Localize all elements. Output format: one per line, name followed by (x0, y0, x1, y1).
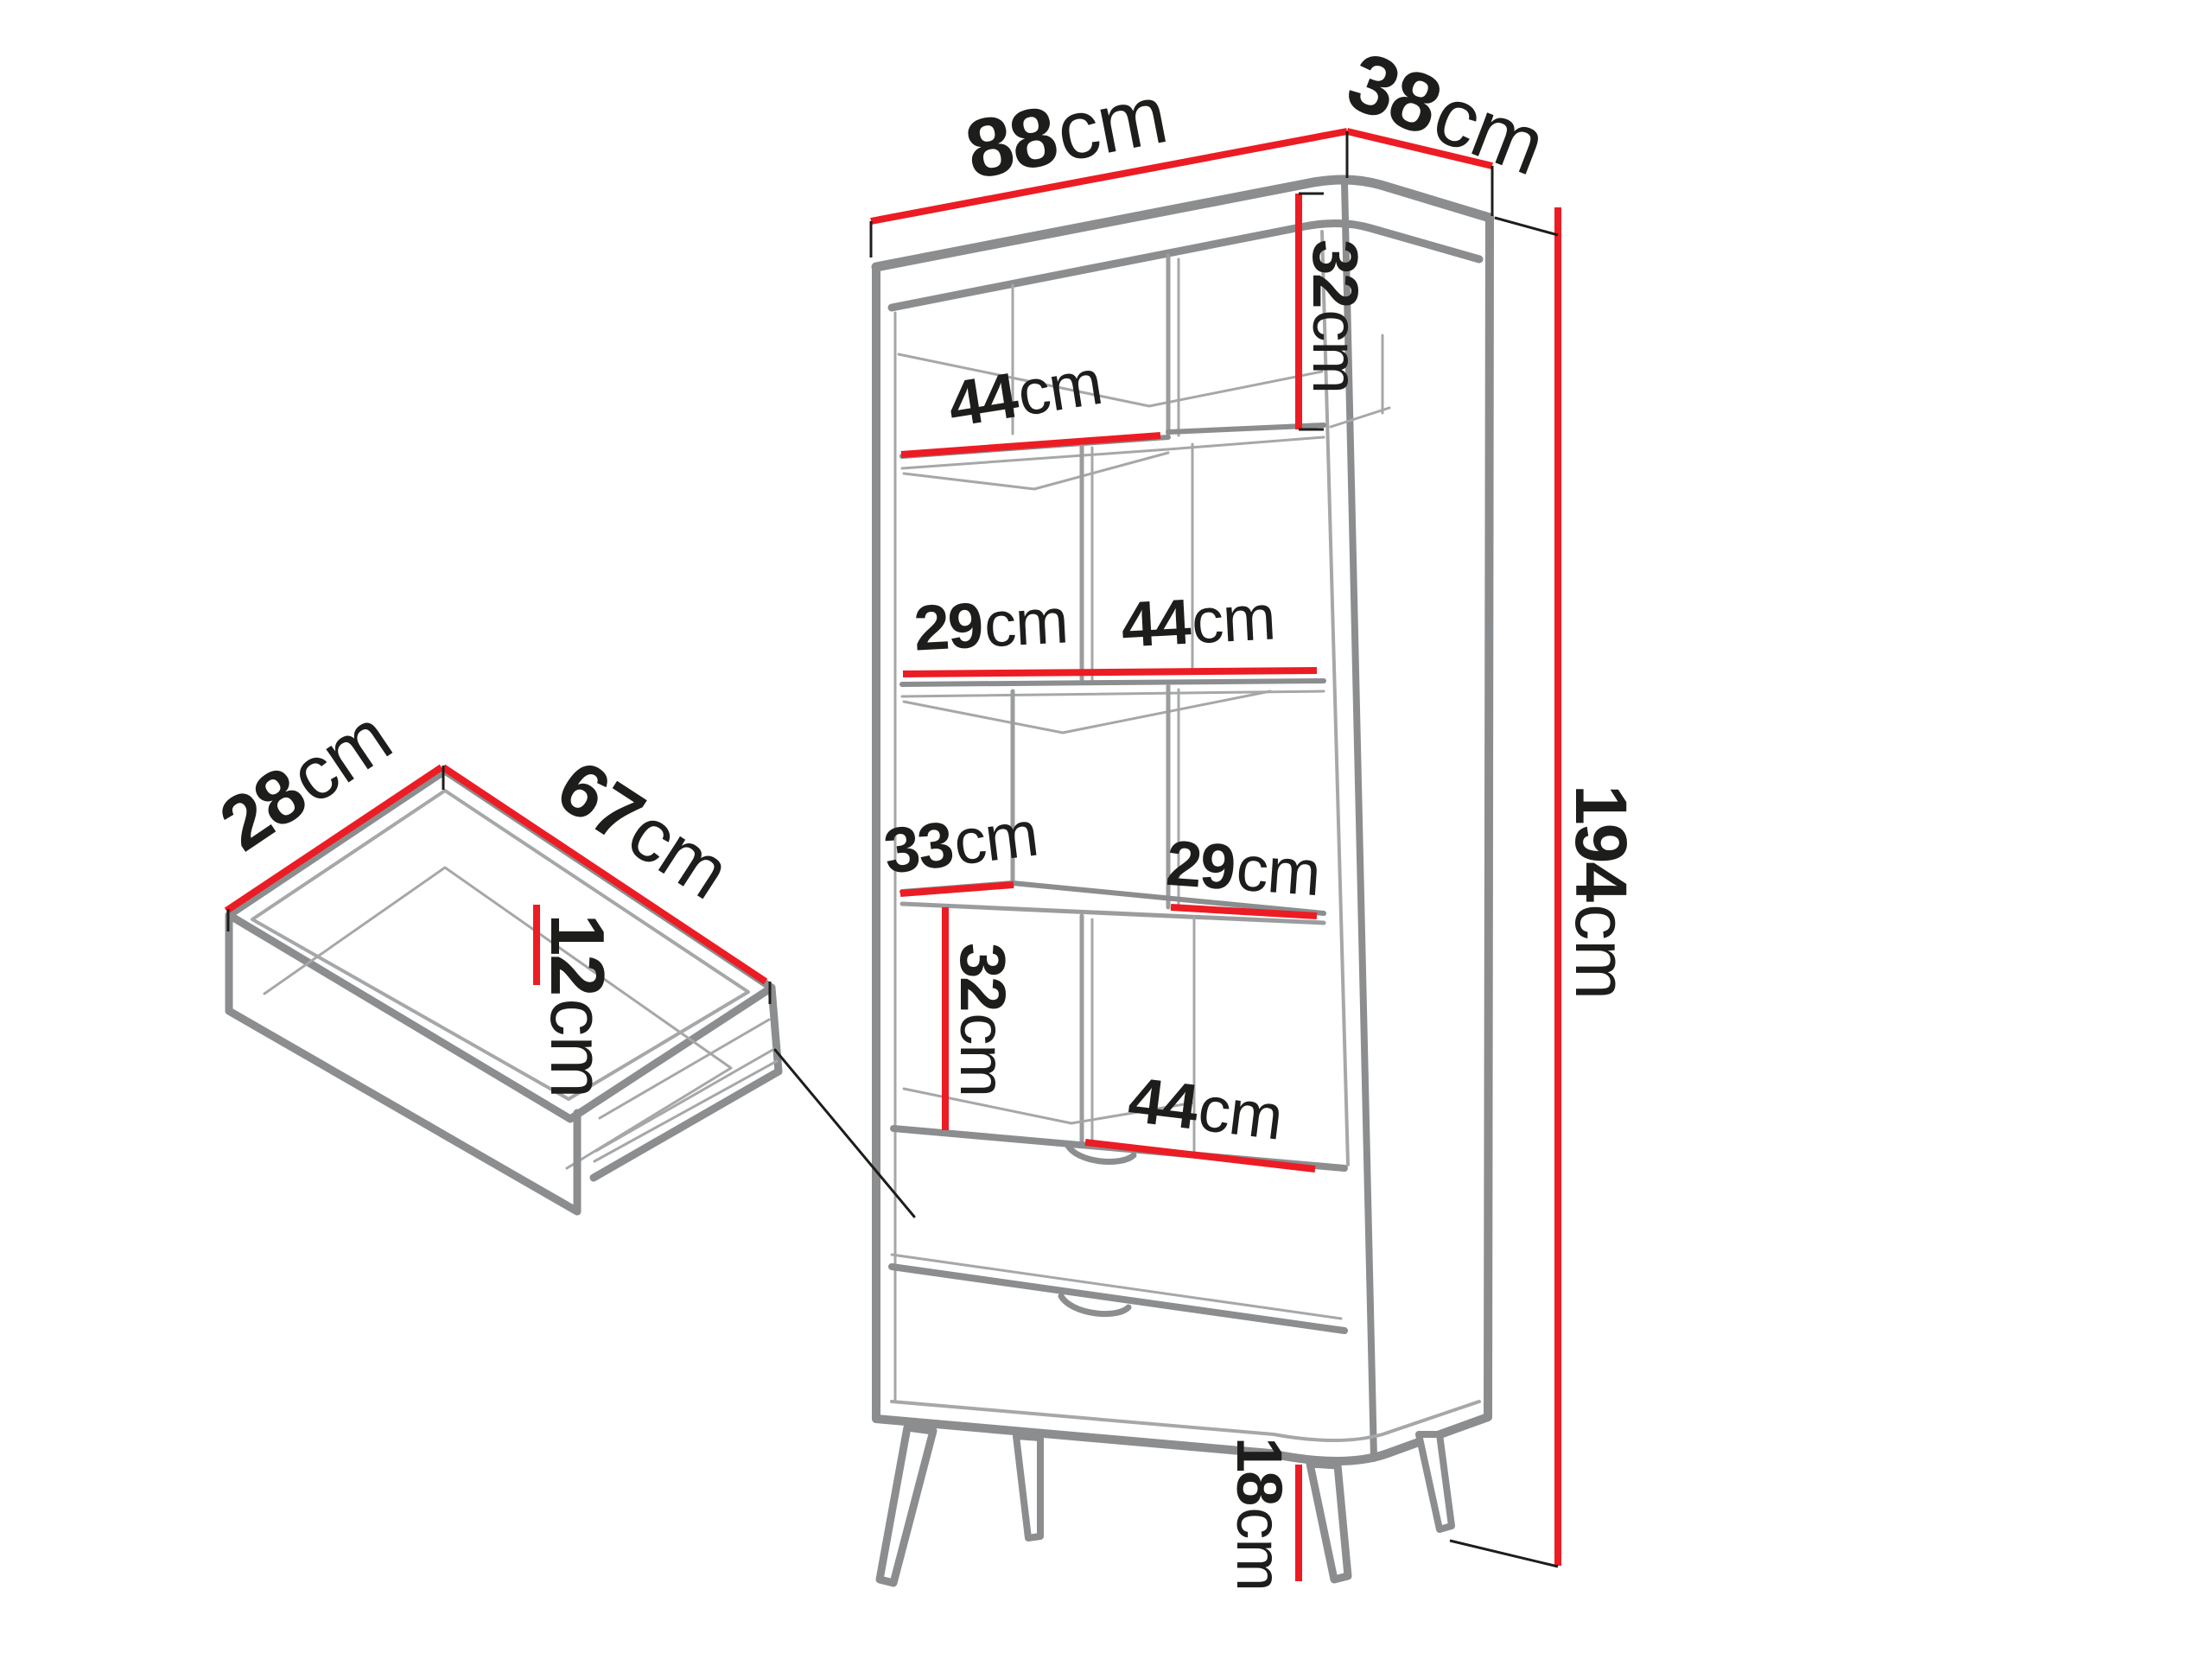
dim-line-row1-44 (900, 432, 1161, 458)
dim-line-row4-44 (1084, 1139, 1316, 1173)
row4-floor-depth (902, 1087, 1196, 1125)
cabinet-back-right-edge (1484, 213, 1494, 1421)
tick-194-top (1494, 216, 1559, 237)
cabinet-bottom-edge (872, 1413, 1492, 1465)
dim-line-row3-33 (899, 881, 1014, 897)
drawer-rim-inner (251, 789, 750, 1101)
label-width-88: 88cm (958, 67, 1173, 196)
dim-line-width-88 (870, 128, 1348, 225)
drawer2-gap-line (890, 1253, 1343, 1320)
label-row1-height-32: 32cm (1300, 239, 1371, 393)
label-row2-width-44: 44cm (1120, 581, 1277, 660)
drawer2-top-edge (888, 1263, 1348, 1334)
tick-194-bottom (1449, 1539, 1559, 1568)
leg-middle (1013, 1433, 1044, 1541)
bookcase-drawing (871, 175, 1495, 1587)
dim-line-drawer-67 (441, 764, 768, 985)
label-legs-18: 18cm (1224, 1437, 1295, 1591)
shelf3-right-front (1010, 880, 1326, 916)
cabinet-bottom-inner-line (890, 1400, 1481, 1442)
leg-front-left (875, 1423, 938, 1587)
leg-front-right (1306, 1459, 1352, 1584)
shelf3-lower-edge (899, 901, 1326, 925)
shelf1-thickness (900, 435, 1325, 470)
dim-line-row3-29 (1170, 904, 1318, 919)
shelf1-underside-depth (902, 451, 1170, 491)
shelf2-front (899, 678, 1326, 687)
drawer-rail-line-2 (594, 1047, 776, 1153)
label-depth-38: 38cm (1336, 35, 1557, 193)
label-row1-width-44: 44cm (944, 346, 1107, 441)
label-row3-width-29: 29cm (1164, 827, 1322, 909)
label-row4-width-44: 44cm (1125, 1064, 1287, 1154)
label-row4-height-32: 32cm (947, 943, 1019, 1096)
drawer-right-side (589, 983, 783, 1182)
dim-line-drawer-28 (224, 764, 444, 914)
shelf2-underside-depth (902, 690, 1272, 734)
drawer-front-panel-bottom (225, 1007, 582, 1216)
dim-line-row2-29-44 (902, 667, 1318, 677)
drawer2-handle-notch (1058, 1293, 1132, 1318)
extension-ticks (226, 131, 1559, 1568)
label-row3-width-33: 33cm (880, 798, 1042, 887)
cubby32-shelf-back-edge (1329, 406, 1391, 429)
label-row2-width-29: 29cm (912, 584, 1070, 664)
drawer-rail-line-1 (598, 1018, 771, 1120)
cabinet-top-inner-edge (887, 219, 1484, 312)
drawer1-handle-notch (1065, 1142, 1137, 1166)
dim-line-depth-38 (1346, 128, 1493, 169)
dimension-lines (224, 128, 1561, 1581)
cabinet-front-right-edge (1341, 180, 1377, 1462)
label-height-194: 194cm (1560, 785, 1642, 999)
interior-right-edge (1320, 230, 1350, 1166)
drawer-drawing (225, 766, 916, 1218)
shelf2-thickness (900, 690, 1325, 698)
drawer-rail-line-3 (593, 1059, 779, 1163)
drawer-floor (263, 866, 733, 1170)
label-drawer-12: 12cm (535, 913, 620, 1097)
interior-ceiling-back-edge (897, 353, 1324, 408)
drawer-leader-line (773, 1048, 916, 1218)
leg-back-right (1415, 1431, 1455, 1533)
cabinet-top-outer-edge (871, 175, 1495, 272)
